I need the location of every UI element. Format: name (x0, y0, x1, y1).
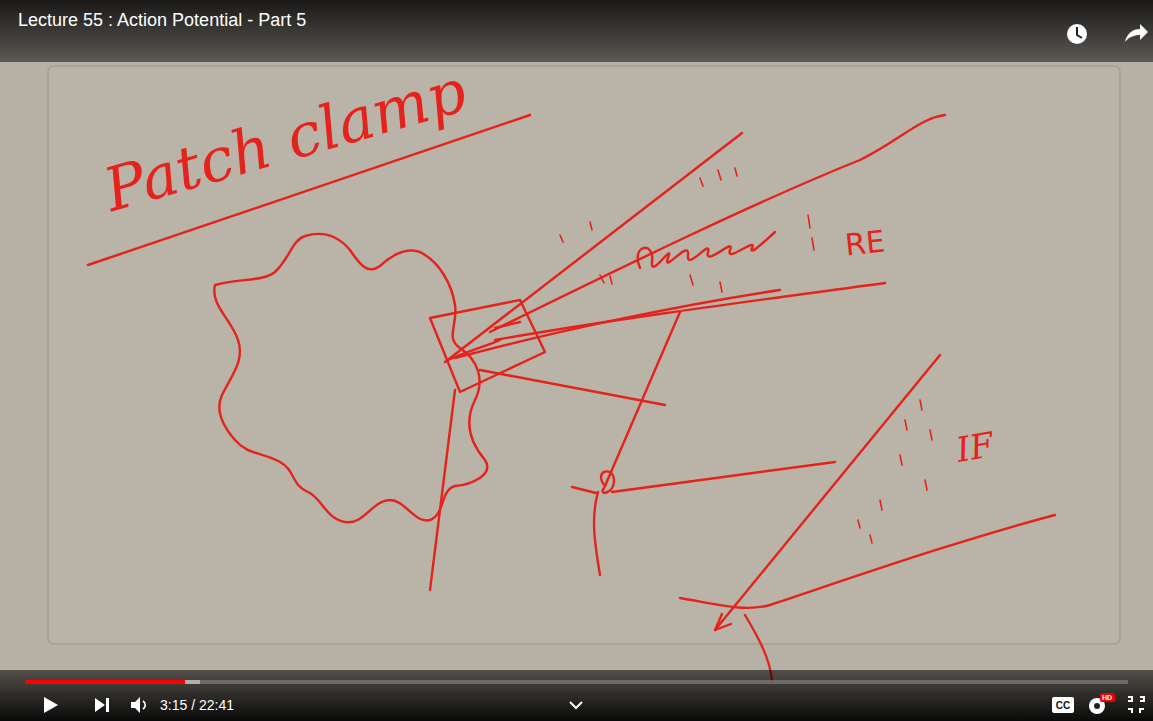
chevron-icon (570, 702, 582, 708)
player-controls (44, 693, 1144, 714)
fullscreen-icon (1128, 697, 1144, 713)
electrode-label: RE (843, 224, 886, 263)
cc-icon (1052, 697, 1074, 713)
hd-text: HD (1102, 694, 1112, 701)
pipette-wall (445, 133, 742, 362)
pipette-outer (495, 283, 885, 340)
wire (605, 312, 680, 486)
control-bar (0, 670, 1153, 721)
dash-marks (560, 168, 932, 543)
progress-track (25, 680, 1128, 684)
progress-buffer (25, 680, 200, 684)
clock-icon (1067, 24, 1087, 44)
electrode-coil (638, 232, 775, 268)
pipette-label: IF (953, 424, 996, 470)
progress-played (25, 680, 185, 684)
time-display: 3:15 / 22:41 (160, 697, 234, 713)
video-title: Lecture 55 : Action Potential - Part 5 (18, 10, 306, 31)
pipette-outer (490, 115, 945, 332)
wire-loop (601, 471, 614, 492)
play-icon (44, 697, 58, 713)
pipette-wall (715, 355, 940, 630)
hd-badge (1100, 693, 1115, 702)
top-icons (1067, 24, 1148, 44)
leader-line (430, 390, 455, 590)
pipette-tip (448, 340, 500, 360)
leader-line (480, 370, 665, 405)
wire (594, 492, 600, 575)
volume-icon (131, 697, 140, 713)
wire (612, 462, 835, 492)
cc-text: CC (1056, 700, 1070, 711)
cell-outline (214, 234, 487, 522)
pipette-tip (495, 322, 520, 328)
arrow-head (715, 614, 731, 630)
next-icon (95, 698, 109, 712)
patch-clamp-sketch (88, 115, 1055, 680)
share-icon (1125, 24, 1148, 42)
wire (572, 487, 596, 493)
pipette-wall (680, 515, 1055, 608)
top-bar (0, 0, 1153, 62)
